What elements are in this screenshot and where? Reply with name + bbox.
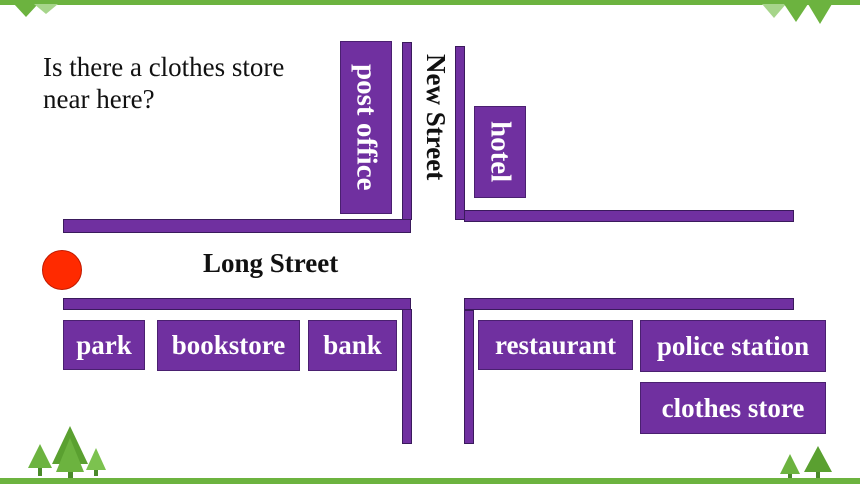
pine-tree-icon	[780, 446, 832, 480]
long-street-label: Long Street	[203, 248, 339, 278]
triangle-decoration-icon	[14, 4, 38, 17]
place-post-office: post office	[340, 41, 392, 214]
place-hotel: hotel	[474, 106, 526, 198]
place-police-station: police station	[640, 320, 826, 372]
road-long-street-bottom-right	[464, 298, 794, 310]
top-border	[0, 0, 860, 5]
road-long-street-top-right	[464, 210, 794, 222]
place-clothes-store: clothes store	[640, 382, 826, 434]
road-new-street-lower-left	[402, 309, 412, 444]
road-long-street-top-left	[63, 219, 411, 233]
pine-tree-icon	[28, 426, 106, 480]
red-circle-icon	[42, 250, 82, 290]
road-new-street-lower-right	[464, 310, 474, 444]
road-new-street-upper-right	[455, 46, 465, 220]
road-new-street-upper-left	[402, 42, 412, 220]
triangle-decoration-icon	[34, 4, 58, 14]
bottom-border	[0, 478, 860, 484]
triangle-decoration-icon	[784, 4, 808, 22]
place-park: park	[63, 320, 145, 370]
place-bookstore: bookstore	[157, 320, 300, 371]
triangle-decoration-icon	[762, 4, 786, 18]
road-long-street-bottom-left	[63, 298, 411, 310]
new-street-label: New Street	[421, 54, 451, 181]
place-bank: bank	[308, 320, 397, 371]
place-restaurant: restaurant	[478, 320, 633, 370]
question-text: Is there a clothes store near here?	[43, 52, 285, 114]
triangle-decoration-icon	[808, 4, 832, 24]
